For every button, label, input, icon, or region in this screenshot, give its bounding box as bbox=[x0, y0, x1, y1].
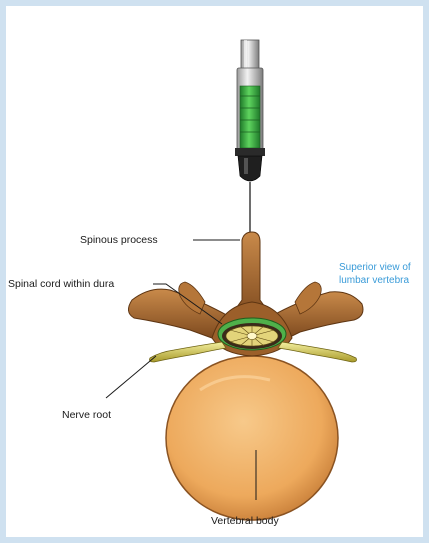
spinal-cord-shape bbox=[218, 318, 286, 350]
vertebral-body-label: Vertebral body bbox=[211, 516, 279, 527]
view-title: Superior view of lumbar vertebra bbox=[339, 262, 425, 287]
syringe-fluid bbox=[240, 86, 260, 148]
spinous-process-label: Spinous process bbox=[80, 235, 158, 246]
syringe-plunger bbox=[241, 40, 259, 70]
spinal-cord-label: Spinal cord within dura bbox=[8, 279, 114, 290]
syringe-hub bbox=[238, 156, 262, 181]
syringe bbox=[235, 40, 265, 232]
nerve-root-leader bbox=[106, 356, 156, 398]
vertebral-body-shape bbox=[166, 356, 338, 520]
nerve-root-label: Nerve root bbox=[62, 410, 111, 421]
view-title-line1: Superior view of bbox=[339, 262, 411, 273]
view-title-line2: lumbar vertebra bbox=[339, 275, 409, 286]
